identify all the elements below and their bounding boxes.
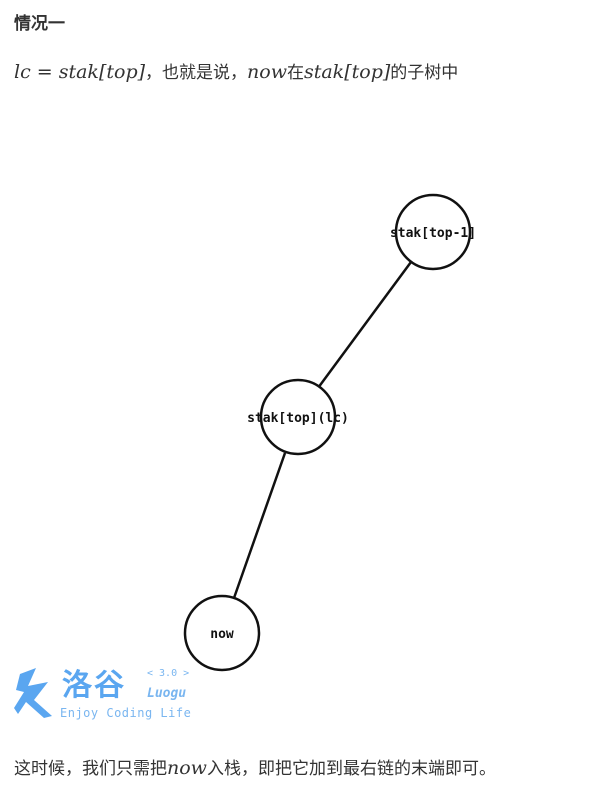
text-segment: 的子树中 bbox=[390, 63, 459, 83]
math-equals: = bbox=[30, 61, 59, 83]
tree-diagram: stak[top-1] stak[top](lc) now bbox=[183, 193, 476, 672]
math-lc: lc bbox=[14, 61, 31, 83]
logo-slogan: Enjoy Coding Life bbox=[60, 706, 192, 720]
math-stak: stak bbox=[303, 61, 345, 83]
math-stak: stak bbox=[58, 61, 99, 83]
condition-text: lc = stak[top]，也就是说，now在stak[top]的子树中 bbox=[14, 58, 458, 83]
text-segment: ，也就是说， bbox=[145, 63, 248, 83]
conclusion-text: 这时候，我们只需把now入栈，即把它加到最右链的末端即可。 bbox=[14, 754, 496, 779]
luogu-watermark: 洛谷 < 3.0 > Luogu Enjoy Coding Life bbox=[12, 660, 212, 730]
tree-edge bbox=[232, 452, 287, 599]
tree-node: stak[top-1] bbox=[390, 193, 476, 271]
math-now: now bbox=[167, 757, 207, 779]
logo-chinese-text: 洛谷 bbox=[62, 668, 126, 703]
tree-node: stak[top](lc) bbox=[247, 378, 349, 456]
section-heading: 情况一 bbox=[14, 14, 65, 34]
node-label: now bbox=[210, 627, 234, 642]
node-label: stak[top-1] bbox=[390, 226, 476, 241]
luogu-logo-icon bbox=[14, 668, 52, 718]
tree-edge bbox=[316, 261, 413, 389]
text-segment: 在 bbox=[286, 63, 304, 83]
logo-english-text: Luogu bbox=[147, 686, 187, 701]
logo-version: < 3.0 > bbox=[147, 668, 190, 679]
text-segment: 这时候，我们只需把 bbox=[14, 759, 167, 779]
math-top-index: [top] bbox=[98, 61, 146, 83]
math-top-index: [top] bbox=[344, 61, 391, 83]
math-now: now bbox=[247, 61, 287, 83]
text-segment: 入栈，即把它加到最右链的末端即可。 bbox=[206, 759, 496, 779]
node-label: stak[top](lc) bbox=[247, 411, 349, 426]
tree-node: now bbox=[183, 594, 261, 672]
